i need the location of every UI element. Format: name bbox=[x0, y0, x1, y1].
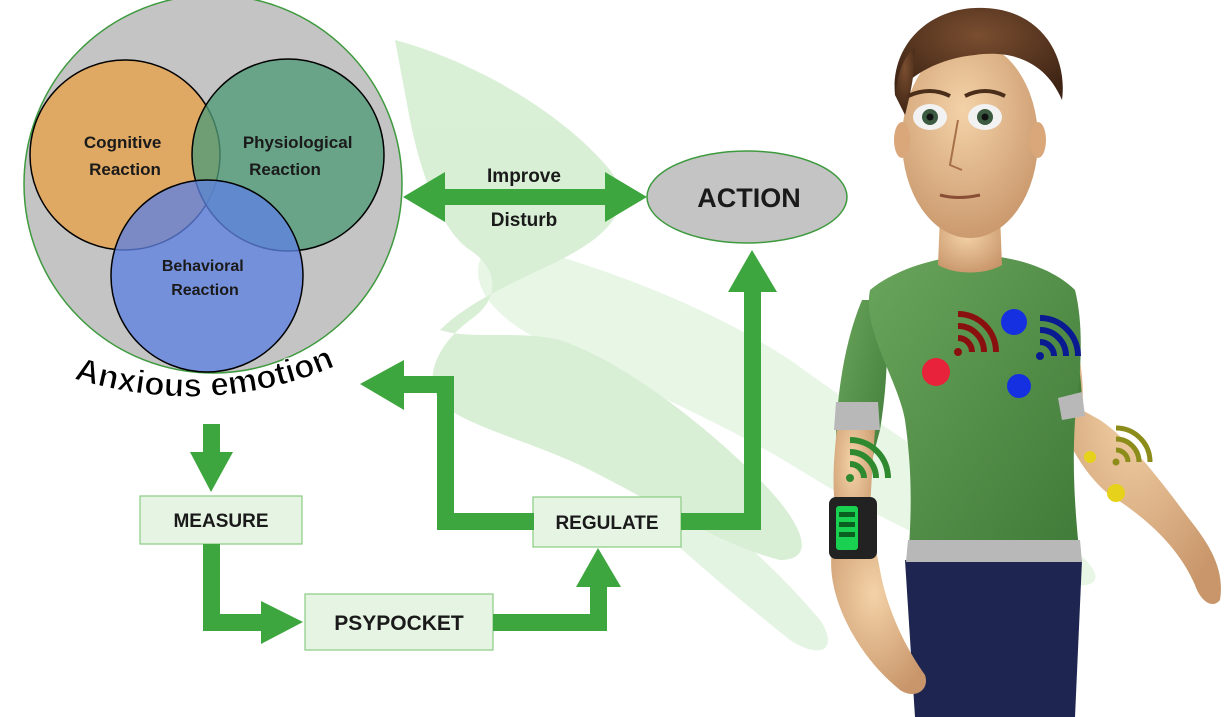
behavioral-label-line2: Reaction bbox=[171, 282, 239, 299]
measure-to-psypocket-arrow bbox=[203, 544, 303, 644]
physiological-label-line1: Physiological bbox=[243, 133, 353, 152]
physiological-label-line2: Reaction bbox=[249, 160, 321, 179]
emotion-to-measure-arrow bbox=[190, 424, 233, 492]
disturb-label: Disturb bbox=[491, 210, 558, 231]
blue-sensor-dot-icon-2 bbox=[1007, 374, 1031, 398]
cognitive-label-line2: Reaction bbox=[89, 160, 161, 179]
regulate-label: REGULATE bbox=[555, 513, 658, 534]
wifi-signal-icon-darkred bbox=[954, 311, 999, 356]
smartwatch-icon bbox=[829, 497, 877, 559]
measure-label: MEASURE bbox=[173, 511, 268, 532]
regulate-to-action-arrow bbox=[681, 250, 777, 530]
psypocket-box bbox=[304, 593, 494, 651]
yellow-sensor-dot-icon bbox=[1084, 451, 1096, 463]
action-label: ACTION bbox=[697, 183, 801, 213]
wifi-signal-icon-darkblue bbox=[1036, 315, 1081, 360]
wifi-signal-icon-olive bbox=[1112, 425, 1153, 466]
improve-label: Improve bbox=[487, 166, 561, 187]
improve-disturb-arrow bbox=[403, 172, 647, 222]
svg-text:Physiological Reaction: Physiological Reaction bbox=[243, 133, 357, 179]
action-ellipse bbox=[646, 150, 848, 244]
psypocket-to-regulate-arrow bbox=[493, 548, 621, 631]
psypocket-label: PSYPOCKET bbox=[334, 612, 464, 635]
measure-box bbox=[139, 495, 303, 545]
cognitive-label-line1: Cognitive bbox=[84, 133, 161, 152]
behavioral-reaction-circle bbox=[110, 179, 304, 373]
regulate-to-emotion-arrow bbox=[360, 360, 534, 530]
character-figure bbox=[831, 7, 1221, 717]
red-sensor-dot-icon bbox=[922, 358, 950, 386]
behavioral-label-line1: Behavioral bbox=[162, 258, 244, 275]
svg-text:Cognitive Reaction: Cognitive Reaction bbox=[84, 133, 166, 179]
wifi-signal-icon-green bbox=[846, 437, 891, 482]
svg-text:Behavioral Reaction: Behavioral Reaction bbox=[162, 258, 248, 299]
blue-sensor-dot-icon bbox=[1001, 309, 1027, 335]
yellow-sensor-dot-icon-2 bbox=[1107, 484, 1125, 502]
